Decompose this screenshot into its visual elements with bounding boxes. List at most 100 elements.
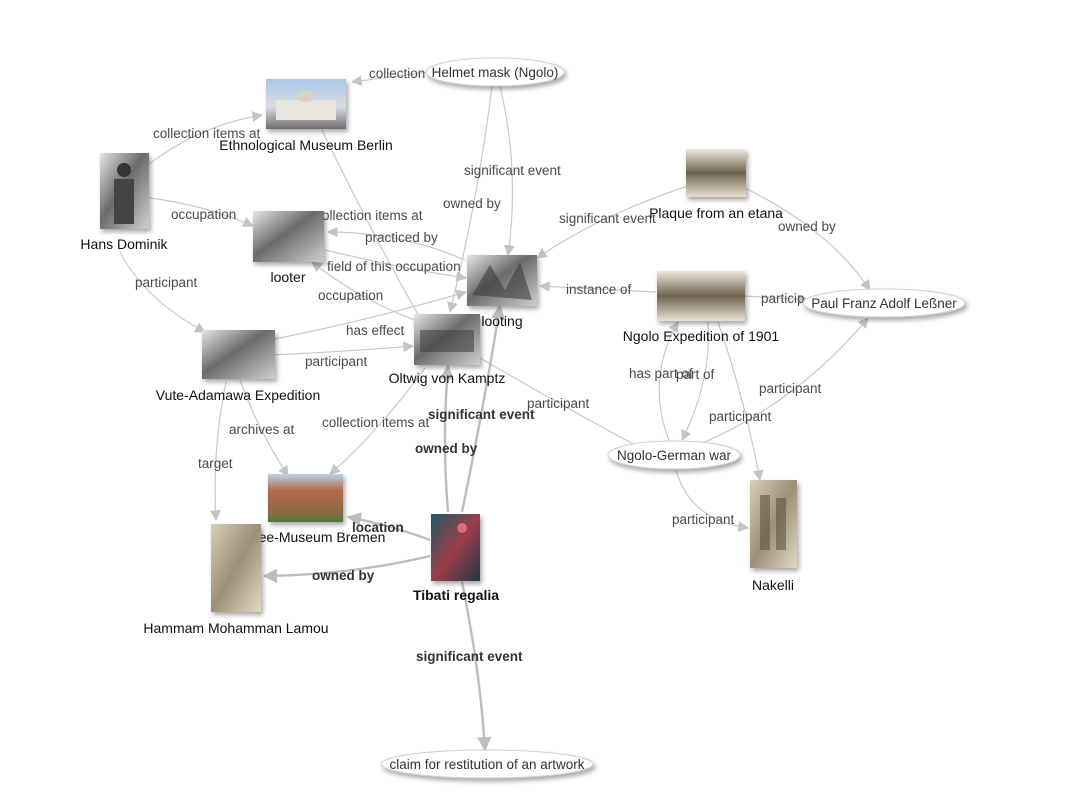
edge-tibati-hammam — [262, 554, 431, 584]
edge-label-tibati-significant-claim: significant event — [416, 649, 523, 664]
node-label-vute-expedition: Vute-Adamawa Expedition — [156, 387, 320, 403]
edge-label-war-participant-paul: participant — [759, 381, 822, 396]
ngolo-german-war-ellipse — [607, 440, 741, 470]
edge-oltwig-looter — [311, 261, 421, 323]
edge-label-archives-at: archives at — [229, 422, 295, 437]
edge-label-helmet-owned-by: owned by — [443, 196, 501, 211]
edge-war-paul — [704, 317, 869, 443]
edge-instance-of — [538, 281, 657, 293]
bremen-thumbnail — [268, 474, 343, 522]
node-claim-restitution[interactable]: claim for restitution of an artwork — [380, 749, 594, 779]
edge-label-tibati-owned-by-oltwig: owned by — [415, 441, 478, 456]
edge-expedition-paul — [744, 293, 810, 305]
edge-war-oltwig — [479, 357, 636, 446]
edge-hans-looter — [149, 197, 254, 228]
node-label-plaque: Plaque from an etana — [649, 205, 783, 221]
node-looting[interactable]: looting — [467, 255, 537, 329]
node-hammam[interactable]: Hammam Mohamman Lamou — [143, 524, 329, 636]
edge-helmet-collection — [350, 71, 429, 87]
edge-label-war-participant-oltwig: participant — [527, 396, 590, 411]
edge-label-vute-participant: participant — [305, 354, 368, 369]
edge-label-helmet-collection: collection — [369, 66, 425, 81]
paul-lessner-ellipse — [802, 288, 966, 318]
edge-label-oltwig-occupation: occupation — [318, 288, 383, 303]
edge-tibati-oltwig — [439, 364, 455, 513]
node-nakelli[interactable]: Nakelli — [750, 480, 797, 593]
node-label-nakelli: Nakelli — [752, 577, 794, 593]
edge-label-hans-participant: participant — [135, 275, 198, 290]
museum-facade — [276, 100, 336, 120]
edge-target — [210, 381, 227, 522]
node-uebersee-museum[interactable]: ee-Museum Bremen — [259, 474, 386, 545]
edge-label-plaque-significant: significant event — [559, 211, 656, 226]
edge-label-instance-of: instance of — [566, 282, 632, 297]
node-label-tibati-regalia: Tibati regalia — [413, 587, 499, 603]
node-looter[interactable]: looter — [253, 211, 324, 285]
edge-field-occupation — [324, 249, 468, 282]
edge-part-of — [681, 321, 710, 441]
edge-helmet-looting — [499, 85, 515, 257]
museum-dome — [297, 90, 315, 102]
hammam-thumbnail — [211, 524, 261, 612]
edge-has-part-of — [658, 321, 679, 444]
edge-plaque-paul — [744, 187, 871, 291]
edge-label-hans-occupation: occupation — [171, 207, 236, 222]
nakelli-thumbnail — [750, 480, 797, 568]
node-label-claim: claim for restitution of an artwork — [389, 757, 584, 772]
edge-hans-museum — [147, 111, 264, 166]
looting-engraving — [472, 262, 532, 300]
edge-museum-oltwig — [321, 129, 421, 319]
edge-practiced-by — [326, 226, 466, 261]
node-helmet-mask[interactable]: Helmet mask (Ngolo) — [425, 57, 565, 87]
edge-label-expedition-participant: particip — [761, 291, 805, 306]
node-ngolo-german-war[interactable]: Ngolo-German war — [607, 440, 741, 470]
oltwig-group-photo — [420, 330, 474, 352]
edge-label-helmet-significant: significant event — [464, 163, 561, 178]
node-label-ethnological-museum: Ethnological Museum Berlin — [219, 137, 393, 153]
tibati-thumbnail — [431, 514, 480, 581]
edge-label-tibati-owned-by-hammam: owned by — [312, 568, 375, 583]
node-hans-dominik[interactable]: Hans Dominik — [80, 153, 169, 252]
edge-label-has-effect: has effect — [346, 323, 405, 338]
edge-hans-vute — [119, 251, 206, 333]
edge-helmet-oltwig — [447, 85, 493, 314]
edge-tibati-claim — [460, 581, 492, 752]
node-label-hammam: Hammam Mohamman Lamou — [143, 620, 328, 636]
edge-tibati-bremen — [346, 512, 431, 542]
edge-archives-at — [239, 379, 289, 477]
edge-label-oltwig-collection: collection items at — [322, 415, 430, 430]
node-label-looting: looting — [481, 313, 522, 329]
node-ethnological-museum[interactable]: Ethnological Museum Berlin — [219, 79, 393, 153]
helmet-mask-ellipse — [425, 57, 565, 87]
node-ngolo-expedition[interactable]: Ngolo Expedition of 1901 — [623, 271, 780, 344]
node-label-oltwig: Oltwig von Kamptz — [389, 370, 506, 386]
node-label-uebersee-museum: ee-Museum Bremen — [259, 529, 386, 545]
nakelli-figure-1 — [760, 495, 770, 550]
edge-label-tibati-significant-looting: significant event — [428, 407, 535, 422]
hans-body — [114, 179, 134, 224]
edge-label-hans-collection: collection items at — [153, 126, 261, 141]
vute-thumbnail — [202, 330, 275, 379]
node-oltwig[interactable]: Oltwig von Kamptz — [389, 314, 506, 386]
expedition-thumbnail — [657, 271, 745, 321]
edge-label-field-occupation: field of this occupation — [327, 259, 461, 274]
node-plaque[interactable]: Plaque from an etana — [649, 149, 783, 221]
node-label-looter: looter — [270, 269, 305, 285]
node-label-ngolo-german-war: Ngolo-German war — [617, 448, 732, 463]
edge-vute-oltwig — [269, 341, 415, 356]
nodes: Ethnological Museum Berlin Hans Dominik … — [80, 57, 966, 779]
edge-label-nakelli-participant: participant — [672, 512, 735, 527]
edge-labels: collection collection items at occupatio… — [135, 66, 836, 664]
node-paul-lessner[interactable]: Paul Franz Adolf Leßner — [802, 288, 966, 318]
node-label-hans-dominik: Hans Dominik — [80, 236, 168, 252]
edge-label-plaque-owned-by: owned by — [778, 219, 836, 234]
node-vute-expedition[interactable]: Vute-Adamawa Expedition — [156, 330, 320, 403]
node-tibati-regalia[interactable]: Tibati regalia — [413, 514, 499, 603]
edge-plaque-looting — [536, 185, 689, 259]
looter-thumbnail — [253, 211, 324, 262]
hans-head — [117, 163, 131, 177]
edge-label-practiced-by: practiced by — [365, 230, 438, 245]
edge-label-location: location — [352, 520, 404, 535]
edge-expedition-nakelli — [717, 321, 764, 482]
